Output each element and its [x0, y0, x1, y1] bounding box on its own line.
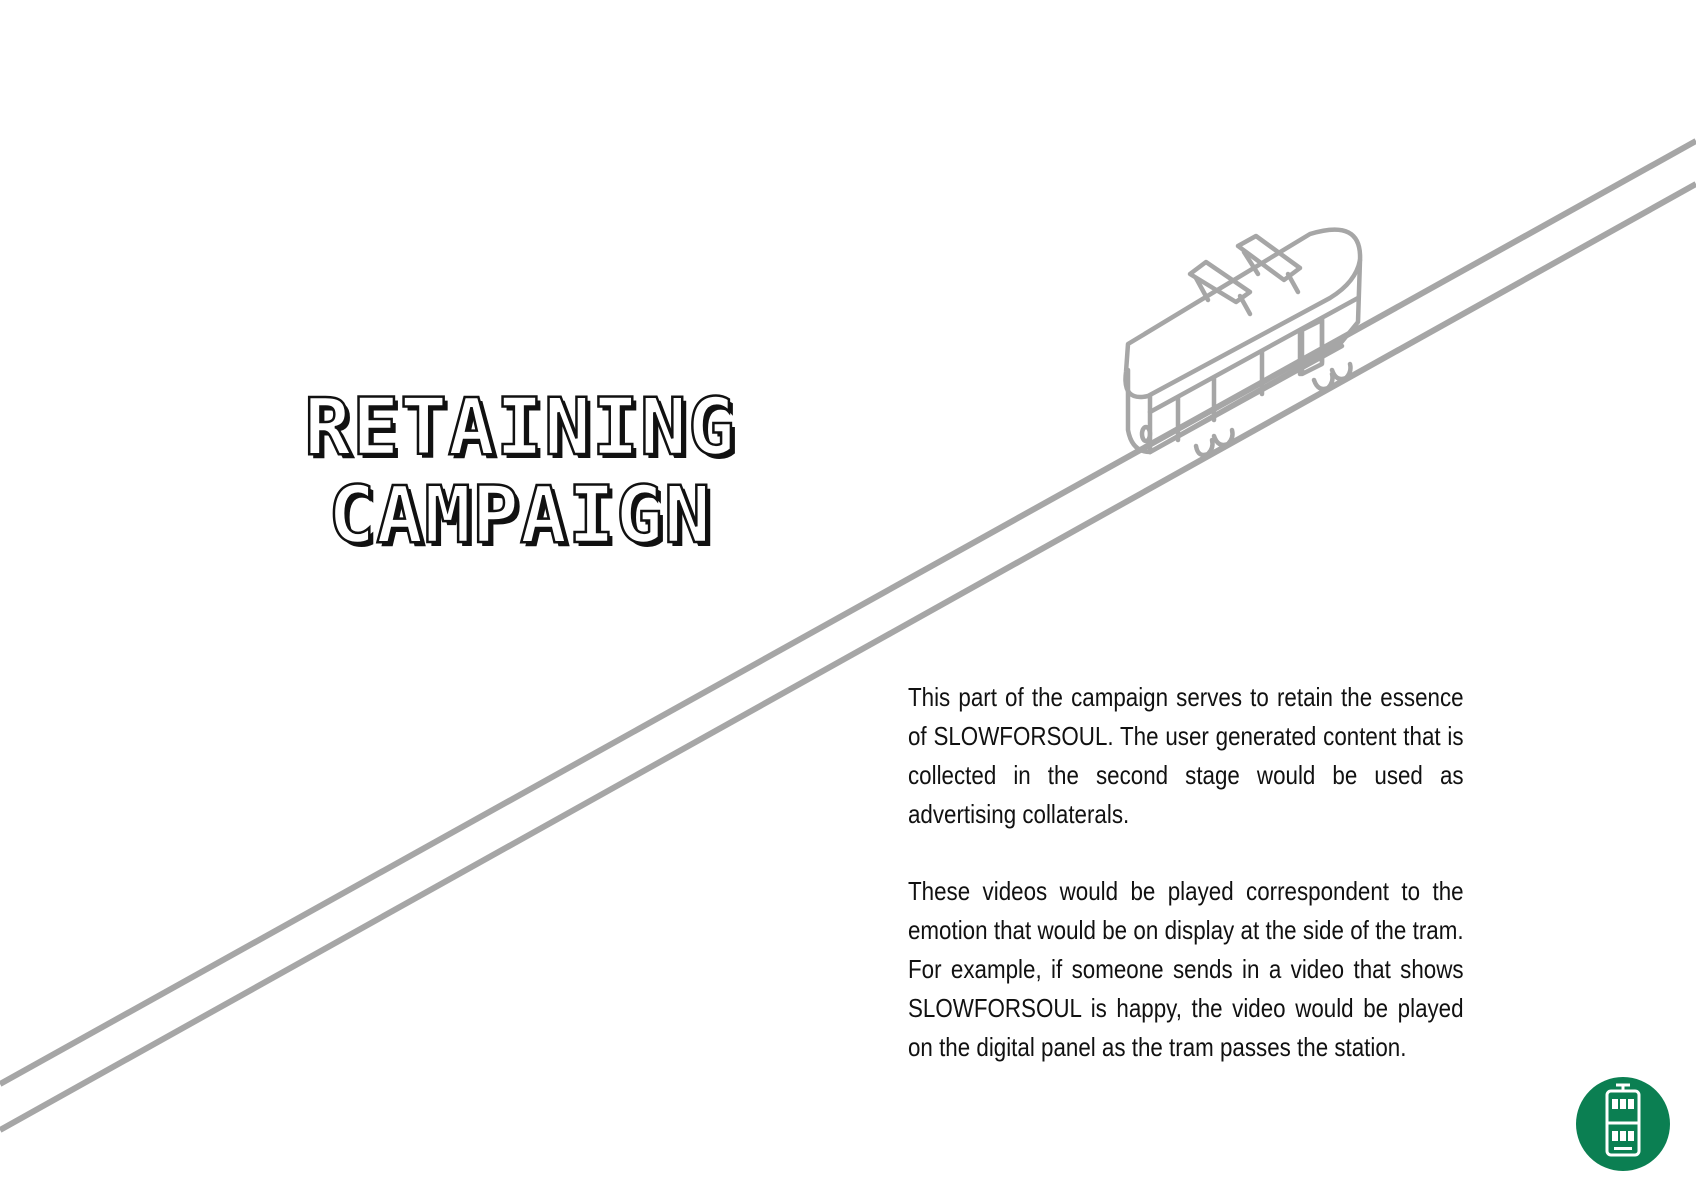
upper-rail	[0, 138, 1696, 1087]
title-line-2: CAMPAIGN	[327, 471, 712, 562]
description-block: This part of the campaign serves to reta…	[908, 678, 1464, 1105]
description-paragraph-2: These videos would be played corresponde…	[908, 876, 1464, 1062]
page-title: RETAINING CAMPAIGN	[300, 383, 740, 562]
lower-rail	[0, 181, 1696, 1133]
tram-icon	[1123, 227, 1363, 458]
title-line-1: RETAINING	[303, 383, 736, 474]
description-paragraph-1: This part of the campaign serves to reta…	[908, 682, 1464, 829]
tram-logo-icon	[1576, 1077, 1670, 1171]
